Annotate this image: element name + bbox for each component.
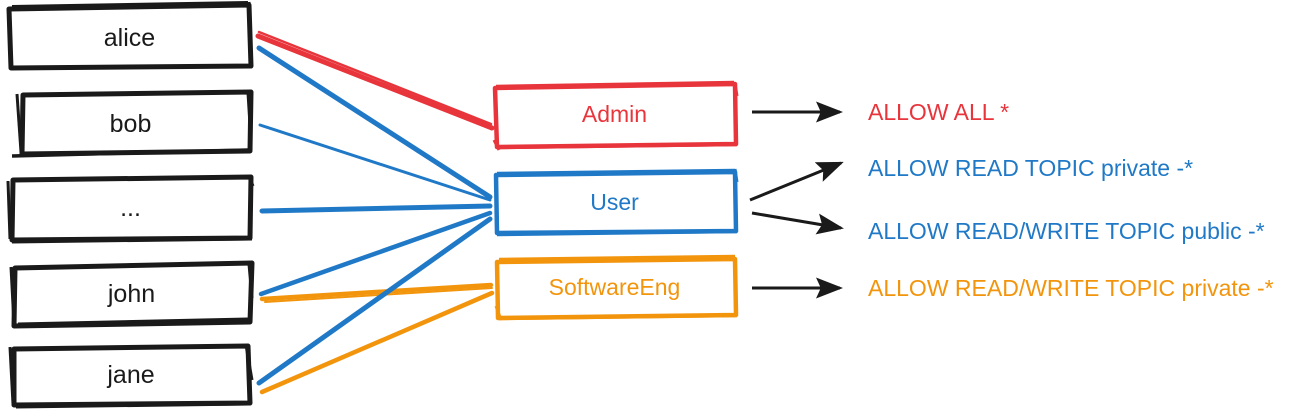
role-box-softwareeng[interactable] [494,254,739,321]
role-box-user[interactable] [493,168,739,237]
edge-bob-user [258,123,492,202]
permission-label-readwrite-topic-private: ALLOW READ/WRITE TOPIC private -* [868,275,1274,301]
edge-jane-softwareeng [259,290,495,395]
role-box-admin[interactable] [492,80,739,151]
edge-alice-user [256,45,493,200]
user-box-john[interactable] [9,260,255,329]
edge-alice-admin [255,30,495,131]
user-box-jane[interactable] [8,343,254,409]
permission-label-readwrite-topic-public: ALLOW READ/WRITE TOPIC public -* [868,218,1265,244]
user-box-ellipsis[interactable] [6,174,255,244]
edge-john-user [258,210,493,297]
edge-ellipsis-user [259,203,493,214]
user-box-bob[interactable] [11,89,254,158]
permission-label-read-topic-private: ALLOW READ TOPIC private -* [868,155,1194,181]
permission-label-allow-all: ALLOW ALL * [868,99,1010,125]
edge-jane-user [256,216,493,386]
arrow-user-to-permission-bottom [751,211,844,235]
arrow-user-to-permission-top [749,161,844,202]
edge-john-softwareeng [259,282,494,303]
user-box-alice[interactable] [6,1,254,71]
